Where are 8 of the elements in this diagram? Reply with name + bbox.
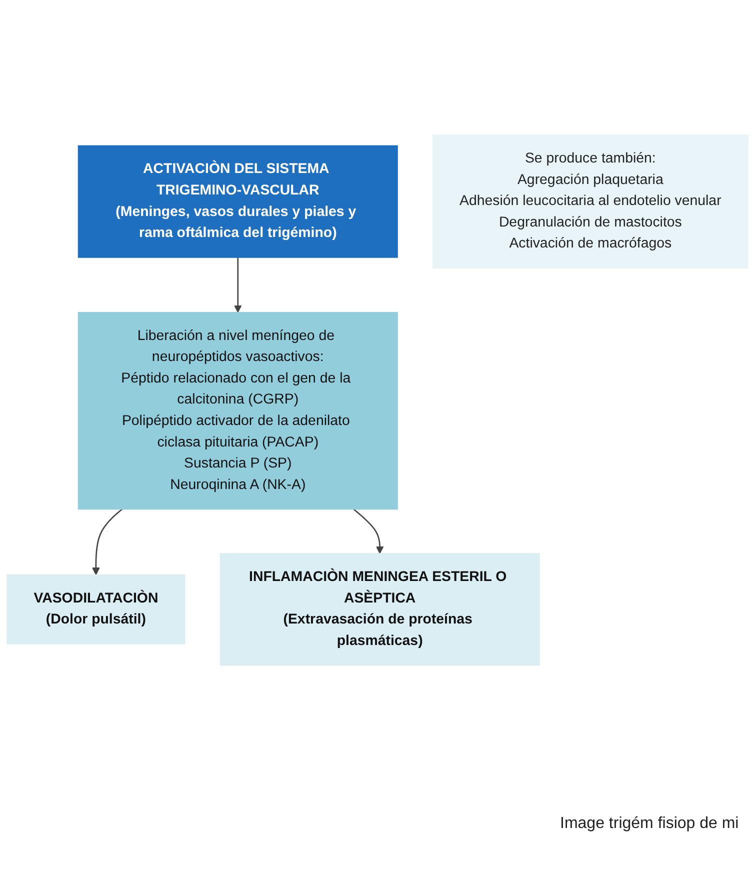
node-box: INFLAMACIÒN MENINGEA ESTERIL O ASÈPTICA (Extravasación de proteínas plasmáticas) [220, 552, 540, 666]
arrow [92, 508, 122, 575]
arrow [234, 257, 242, 313]
node-box: Liberación a nivel meníngeo de neuropéptidos vasoactivos: Péptido relacionado con el gen de la calcitonina (CGRP) Polipéptido activador de la adenilato ciclasa pituitaria (PACAP) Sustancia P (SP) Neuroqinina A (NK-A) [78, 312, 398, 510]
caption: Image trigém fisiop de mi [560, 815, 740, 833]
arrow [353, 508, 384, 554]
node-box: ACTIVACIÒN DEL SISTEMA TRIGEMINO-VASCULAR (Meninges, vasos durales y piales y rama oftálmica del trigémino) [78, 145, 398, 258]
node-box: VASODILATACIÒN (Dolor pulsátil) [6, 574, 186, 644]
